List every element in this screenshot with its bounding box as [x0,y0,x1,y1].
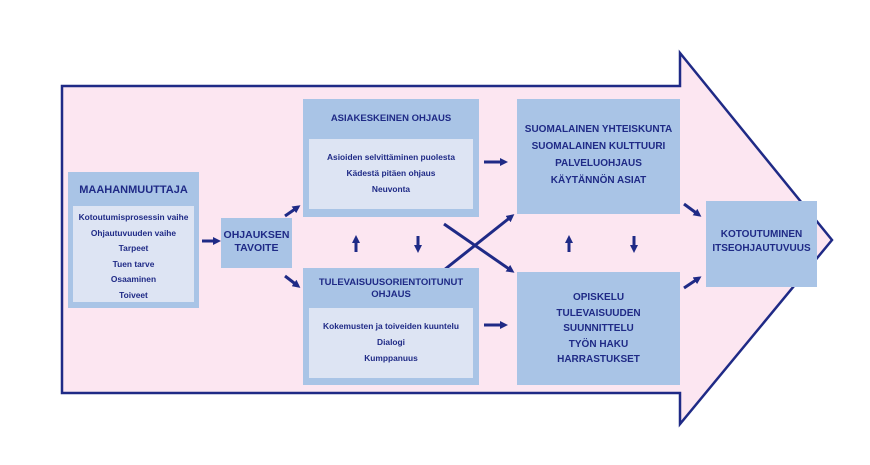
arrow-society-to-integration [683,202,702,217]
studies-box: OPISKELU TULEVAISUUDEN SUUNNITTELU TYÖN … [517,272,680,385]
society-item: SUOMALAINEN KULTTUURI [531,141,666,152]
client-centered-item: Asioiden selvittäminen puolesta [327,152,455,162]
integration-box: KOTOUTUMINEN ITSEOHJAUTUVUUS [706,201,817,287]
client-centered-box: ASIAKESKEINEN OHJAUS Asioiden selvittämi… [303,99,479,217]
cross-line-up [443,214,515,272]
immigrant-title: MAAHANMUUTTAJA [79,184,188,196]
immigrant-item: Osaaminen [110,274,157,284]
goal-line-1: OHJAUKSEN [223,229,290,241]
society-item: SUOMALAINEN YHTEISKUNTA [524,124,673,135]
client-centered-item: Neuvonta [371,184,411,194]
goal-line-2: TAVOITE [234,242,279,254]
future-oriented-title-line-1: TULEVAISUUSORIENTOITUNUT [318,277,464,288]
cross-line-down [443,222,515,273]
society-box: SUOMALAINEN YHTEISKUNTA SUOMALAINEN KULT… [517,99,680,214]
future-oriented-title-line-2: OHJAUS [371,289,411,300]
arrow-goal-to-client-centered [284,205,301,218]
immigrant-item: Toiveet [119,289,148,300]
future-oriented-item: Dialogi [377,337,405,347]
future-oriented-details: Kokemusten ja toiveiden kuuntelu Dialogi… [309,308,473,378]
future-oriented-title: TULEVAISUUSORIENTOITUNUT OHJAUS [303,277,479,301]
client-centered-details: Asioiden selvittäminen puolesta Kädestä … [309,139,473,209]
studies-item: HARRASTUKSET [557,354,640,365]
client-centered-title: ASIAKESKEINEN OHJAUS [330,113,452,124]
studies-item: TYÖN HAKU [568,338,629,350]
immigrant-item: Tarpeet [118,243,149,253]
arrow-goal-to-future-oriented [284,274,301,288]
immigrant-details: Kotoutumisprosessin vaihe Ohjautuvuuden … [73,206,194,302]
studies-item: TULEVAISUUDEN [556,307,641,319]
immigrant-item: Tuen tarve [112,258,155,269]
future-oriented-item: Kokemusten ja toiveiden kuuntelu [323,321,459,331]
immigrant-item: Kotoutumisprosessin vaihe [78,212,189,222]
society-item: KÄYTÄNNÖN ASIAT [550,175,647,186]
client-centered-item: Kädestä pitäen ohjaus [346,168,436,178]
integration-line-2: ITSEOHJAUTUVUUS [712,243,811,254]
future-oriented-box: TULEVAISUUSORIENTOITUNUT OHJAUS Kokemust… [303,268,479,385]
studies-item: SUUNNITTELU [563,323,634,334]
immigrant-box: MAAHANMUUTTAJA Kotoutumisprosessin vaihe… [68,172,199,308]
future-oriented-item: Kumppanuus [364,353,418,363]
studies-item: OPISKELU [572,292,625,303]
integration-line-1: KOTOUTUMINEN [720,229,803,240]
immigrant-item: Ohjautuvuuden vaihe [90,227,177,238]
society-item: PALVELUOHJAUS [555,158,642,169]
arrow-studies-to-integration [683,276,702,290]
goal-box: OHJAUKSEN TAVOITE [221,218,292,268]
